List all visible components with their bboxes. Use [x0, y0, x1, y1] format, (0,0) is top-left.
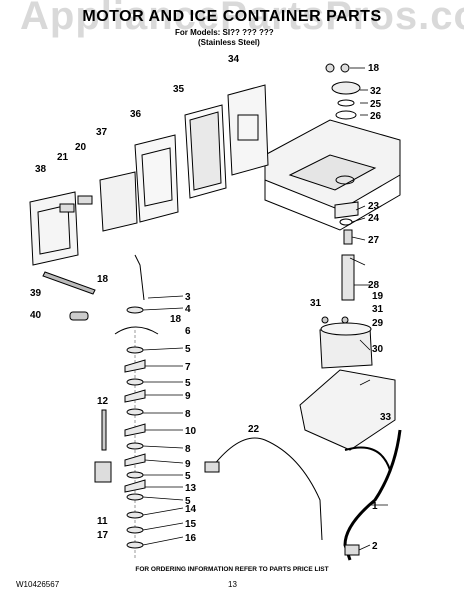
callout-25: 25: [370, 99, 382, 110]
callout-31b: 31: [372, 304, 384, 315]
callout-1: 1: [372, 501, 378, 512]
callout-37: 37: [96, 127, 108, 138]
callout-2: 2: [372, 541, 378, 552]
ordering-note: FOR ORDERING INFORMATION REFER TO PARTS …: [135, 566, 329, 573]
callout-8b: 8: [185, 444, 191, 455]
diagram-title: MOTOR AND ICE CONTAINER PARTS: [82, 8, 382, 25]
callout-19: 19: [372, 291, 384, 302]
callout-35: 35: [173, 84, 185, 95]
callout-20: 20: [75, 142, 87, 153]
finish-line: (Stainless Steel): [198, 38, 260, 47]
callout-15: 15: [185, 519, 197, 530]
callout-21: 21: [57, 152, 69, 163]
callout-31a: 31: [310, 298, 322, 309]
callout-5d: 5: [185, 496, 191, 507]
callout-14: 14: [185, 504, 197, 515]
callout-26: 26: [370, 111, 382, 122]
callout-8a: 8: [185, 409, 191, 420]
callout-23: 23: [368, 201, 380, 212]
callout-11: 11: [97, 516, 108, 527]
callout-17: 17: [97, 530, 109, 541]
callout-5b: 5: [185, 378, 191, 389]
callout-16: 16: [185, 533, 197, 544]
callout-33: 33: [380, 412, 392, 423]
callout-13: 13: [185, 483, 197, 494]
callout-18a: 18: [97, 274, 109, 285]
callout-18b: 18: [170, 314, 182, 325]
callout-6: 6: [185, 326, 191, 337]
callout-30: 30: [372, 344, 384, 355]
callout-18c: 18: [368, 63, 380, 74]
callout-4: 4: [185, 304, 191, 315]
callout-36: 36: [130, 109, 142, 120]
callout-29: 29: [372, 318, 384, 329]
callout-24: 24: [368, 213, 380, 224]
callout-38: 38: [35, 164, 47, 175]
document-number: W10426567: [16, 580, 60, 589]
callout-10: 10: [185, 426, 197, 437]
callout-39: 39: [30, 288, 42, 299]
callout-27: 27: [368, 235, 380, 246]
callout-9a: 9: [185, 391, 191, 402]
callout-40: 40: [30, 310, 42, 321]
models-line: For Models: SI?? ??? ???: [175, 28, 274, 37]
callout-5c: 5: [185, 471, 191, 482]
callout-32: 32: [370, 86, 382, 97]
callout-28: 28: [368, 280, 380, 291]
callout-12: 12: [97, 396, 109, 407]
callout-7: 7: [185, 362, 191, 373]
callout-34: 34: [228, 54, 240, 65]
callout-22: 22: [248, 424, 260, 435]
callout-5a: 5: [185, 344, 191, 355]
callout-9b: 9: [185, 459, 191, 470]
page-number: 13: [228, 580, 237, 589]
callout-3: 3: [185, 292, 191, 303]
